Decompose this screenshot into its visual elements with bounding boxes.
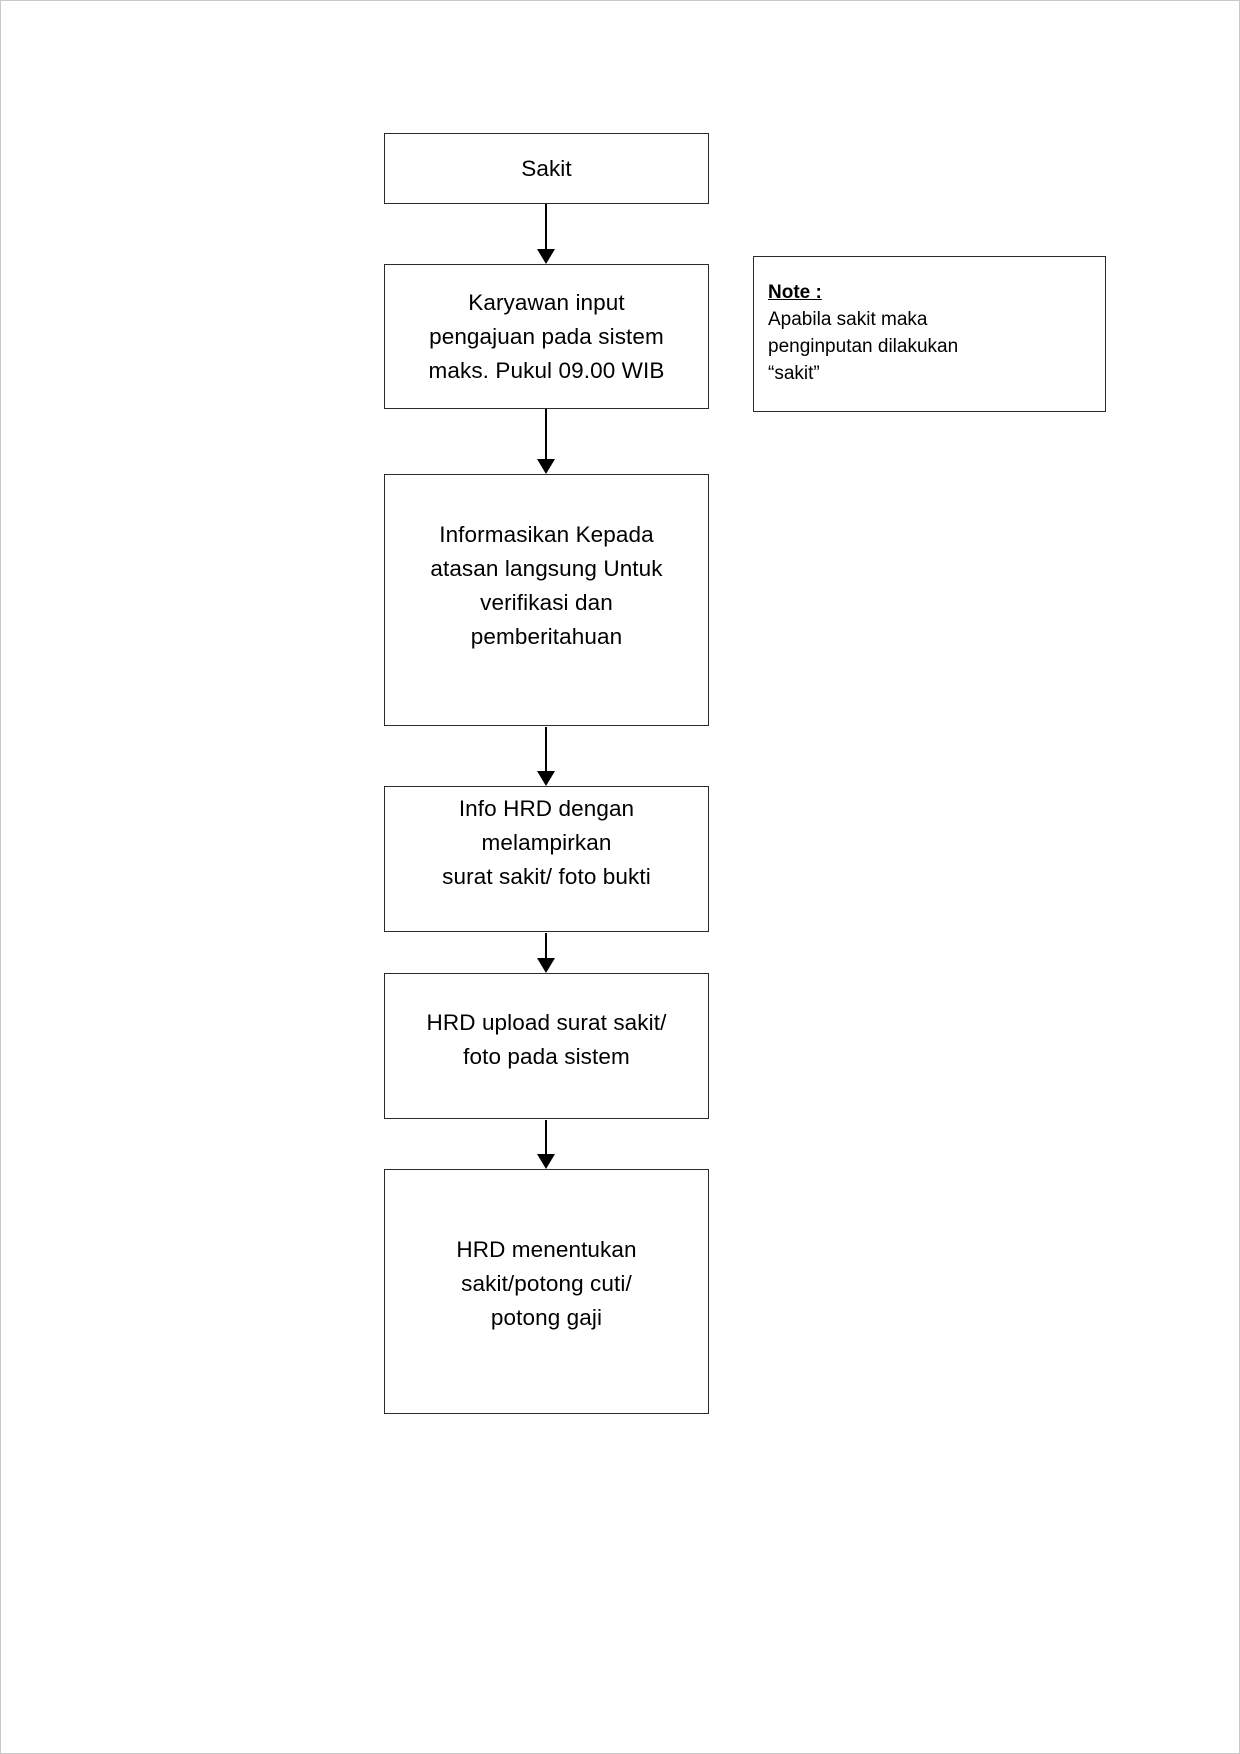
flow-node-label: HRD menentukan sakit/potong cuti/ potong… [456,1236,637,1330]
flow-node-label: Karyawan input pengajuan pada sistem mak… [428,289,665,383]
flow-arrow-2 [545,409,547,460]
flow-arrow-3 [545,727,547,772]
flow-node-info-hrd: Info HRD dengan melampirkan surat sakit/… [384,786,709,932]
flow-node-sakit: Sakit [384,133,709,204]
flow-node-label: Sakit [521,155,572,181]
flow-arrow-4 [545,933,547,959]
flow-arrow-1 [545,204,547,250]
note-body: Apabila sakit maka penginputan dilakukan… [768,309,959,384]
flow-arrow-5 [545,1120,547,1155]
flow-node-informasikan-atasan: Informasikan Kepada atasan langsung Untu… [384,474,709,726]
flow-node-hrd-menentukan: HRD menentukan sakit/potong cuti/ potong… [384,1169,709,1414]
note-title: Note : [768,282,822,303]
flow-node-karyawan-input: Karyawan input pengajuan pada sistem mak… [384,264,709,409]
note-box: Note : Apabila sakit maka penginputan di… [753,256,1106,412]
flow-node-label: Info HRD dengan melampirkan surat sakit/… [442,796,651,889]
flow-node-label: HRD upload surat sakit/ foto pada sistem [426,1010,667,1069]
flow-node-hrd-upload: HRD upload surat sakit/ foto pada sistem [384,973,709,1119]
flow-node-label: Informasikan Kepada atasan langsung Untu… [430,522,663,649]
